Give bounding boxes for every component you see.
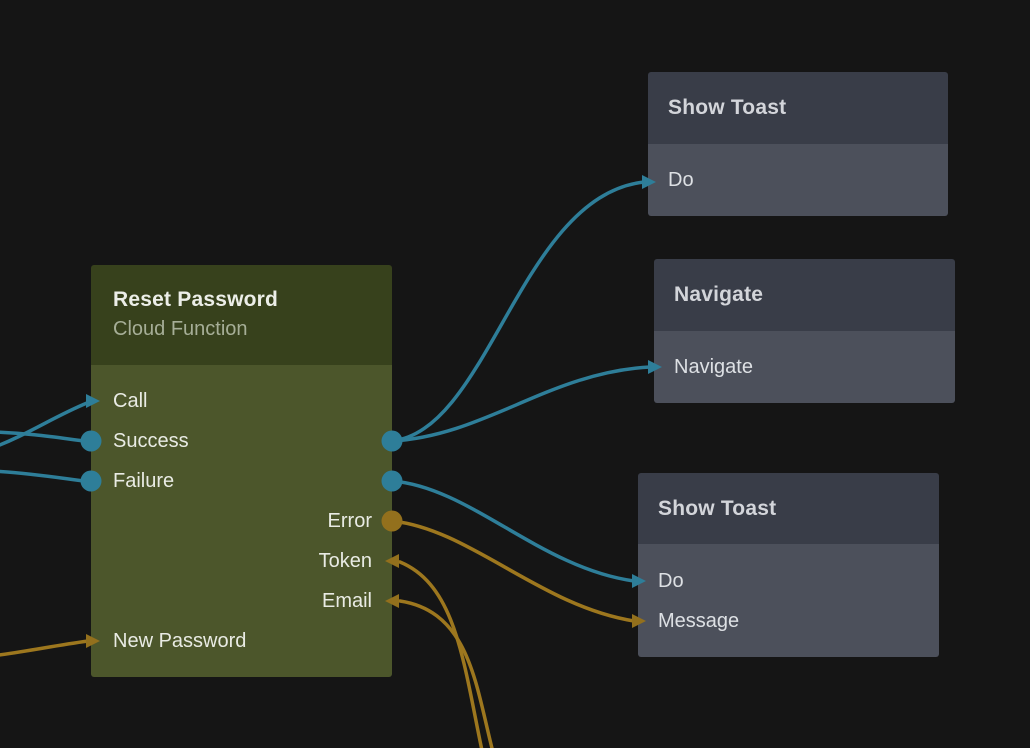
port-do[interactable]: Do <box>638 561 939 601</box>
port-message-label: Message <box>658 609 740 632</box>
node-header: Show Toast <box>648 72 948 144</box>
port-new-password-label: New Password <box>113 629 247 652</box>
port-navigate[interactable]: Navigate <box>654 347 955 387</box>
port-failure[interactable]: Failure <box>91 461 392 501</box>
node-body: Navigate <box>654 331 955 403</box>
port-do-label: Do <box>658 569 684 592</box>
node-header: Show Toast <box>638 473 939 544</box>
node-body: Do Message <box>638 544 939 657</box>
port-navigate-label: Navigate <box>674 355 753 378</box>
wire-into-token[interactable] <box>398 560 484 748</box>
port-email-label: Email <box>321 589 372 612</box>
node-show-toast-top[interactable]: Show Toast Do <box>648 72 948 216</box>
node-title: Show Toast <box>658 496 777 520</box>
port-new-password[interactable]: New Password <box>91 621 392 661</box>
port-failure-label: Failure <box>113 469 175 492</box>
wire-into-new-password[interactable] <box>0 639 90 657</box>
port-error-label: Error <box>327 509 372 532</box>
node-show-toast-bottom[interactable]: Show Toast Do Message <box>638 473 939 657</box>
port-success[interactable]: Success <box>91 421 392 461</box>
wire-into-success[interactable] <box>0 430 86 443</box>
port-do-label: Do <box>668 168 694 191</box>
node-body: Call Success Failure Error Token Email N… <box>91 365 392 677</box>
port-do[interactable]: Do <box>648 160 948 200</box>
wire-error-to-show-toast-bottom-message[interactable] <box>390 519 636 623</box>
node-title: Show Toast <box>668 96 787 119</box>
port-error[interactable]: Error <box>91 501 392 541</box>
node-reset-password[interactable]: Reset Password Cloud Function Call Succe… <box>91 265 392 677</box>
wire-into-email[interactable] <box>398 599 495 748</box>
node-body: Do <box>648 144 948 216</box>
port-success-label: Success <box>113 429 189 452</box>
node-title: Reset Password <box>113 288 279 311</box>
wire-success-to-show-toast-top-do[interactable] <box>390 180 646 443</box>
wire-into-failure[interactable] <box>0 469 86 483</box>
port-token-label: Token <box>318 549 372 572</box>
wire-failure-to-show-toast-bottom-do[interactable] <box>390 479 636 583</box>
port-call[interactable]: Call <box>91 381 392 421</box>
port-token[interactable]: Token <box>91 541 392 581</box>
wire-success-to-navigate[interactable] <box>390 365 652 443</box>
node-title: Navigate <box>674 283 764 306</box>
wire-into-call[interactable] <box>0 401 89 448</box>
port-message[interactable]: Message <box>638 601 939 641</box>
port-email[interactable]: Email <box>91 581 392 621</box>
node-subtitle: Cloud Function <box>113 318 248 340</box>
port-call-label: Call <box>113 389 148 412</box>
node-header: Reset Password Cloud Function <box>91 265 392 365</box>
node-navigate[interactable]: Navigate Navigate <box>654 259 955 403</box>
node-header: Navigate <box>654 259 955 331</box>
